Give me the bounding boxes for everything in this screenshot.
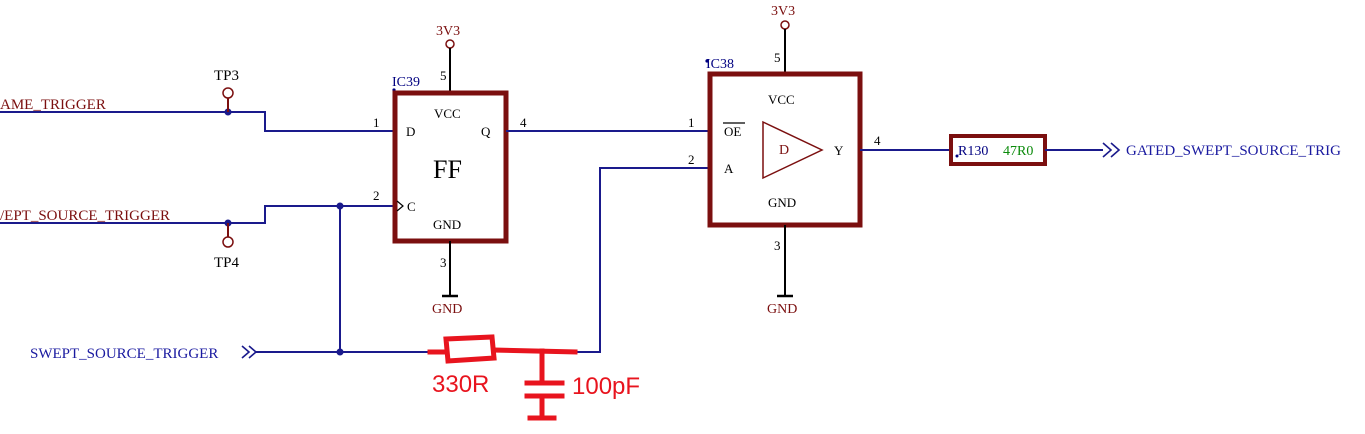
rc-to-a-wire: [575, 167, 710, 353]
ic39-pin-num-gnd: 3: [440, 255, 447, 270]
r130-resistor: R130 47R0: [949, 134, 1047, 166]
ic39-pin-num-vcc: 5: [440, 68, 447, 83]
ic38-vcc-text: VCC: [768, 92, 795, 107]
swept-source-trigger-port: SWEPT_SOURCE_TRIGGER: [30, 345, 430, 362]
ic39-flip-flop: 3V3 5 IC39 VCC D Q FF C GND 1 2 3 GND: [373, 24, 509, 317]
ic39-vcc-icon: [445, 39, 455, 49]
r130-designator: R130: [958, 144, 988, 159]
ic38-designator: IC38: [706, 57, 734, 72]
r130-value: 47R0: [1003, 144, 1033, 159]
ic39-gnd-text: GND: [433, 217, 461, 232]
ic38-buffer-label: D: [779, 143, 789, 158]
swept-source-trigger-net: /EPT_SOURCE_TRIGGER TP4: [0, 202, 395, 352]
ic38-gnd-text: GND: [768, 195, 796, 210]
ic39-supply-label: 3V3: [436, 24, 460, 39]
ic39-pin-d: D: [406, 124, 415, 139]
ic38-vcc-icon: [780, 20, 790, 30]
buffer-triangle-icon: [762, 120, 824, 180]
annotation-resistor-value: 330R: [432, 371, 489, 398]
ic38-pin-num-a: 2: [688, 152, 695, 167]
ic39-body: [392, 90, 509, 244]
ic39-pin-num-q: 4: [520, 115, 527, 130]
testpoint-tp3-label: TP3: [214, 68, 239, 84]
ic39-designator: IC39: [392, 75, 420, 90]
ic39-pin-num-c: 2: [373, 188, 380, 203]
ic38-pin-num-y: 4: [874, 133, 881, 148]
testpoint-tp4-label: TP4: [214, 255, 240, 271]
ic38-buffer: 3V3 5 IC38 VCC OE A D Y GND 1 2 3 GND: [688, 4, 863, 317]
ic38-pin-oe: OE: [724, 124, 741, 139]
swept-source-trigger-port-label: SWEPT_SOURCE_TRIGGER: [30, 346, 218, 362]
frame-trigger-label: AME_TRIGGER: [0, 97, 106, 113]
ic38-pin-num-oe: 1: [688, 115, 695, 130]
rc-filter-annotation: 330R 100pF: [427, 334, 640, 421]
ic39-pin-c: C: [407, 199, 416, 214]
ic39-pin-num-d: 1: [373, 115, 380, 130]
frame-trigger-net: AME_TRIGGER TP3: [0, 68, 395, 132]
ic38-pin-a: A: [724, 161, 734, 176]
ic39-function: FF: [433, 155, 462, 184]
clock-edge-icon: [396, 200, 404, 212]
annotation-capacitor-value: 100pF: [572, 373, 640, 400]
ic38-ground-label: GND: [767, 302, 797, 317]
ic38-supply-label: 3V3: [771, 4, 795, 19]
annotation-resistor-icon: [443, 334, 497, 364]
ic38-pin-num-vcc: 5: [774, 50, 781, 65]
frame-trigger-wire: [0, 111, 395, 132]
swept-source-trigger-left-label: /EPT_SOURCE_TRIGGER: [0, 208, 170, 224]
ic38-pin-num-gnd: 3: [774, 238, 781, 253]
ic39-pin-q: Q: [481, 124, 491, 139]
ic39-vcc-text: VCC: [434, 106, 461, 121]
ic39-ground-label: GND: [432, 302, 462, 317]
junction-dot: [336, 348, 344, 356]
testpoint-tp4-icon: [222, 236, 234, 248]
testpoint-tp3-icon: [222, 87, 234, 99]
clock-wire: [0, 205, 395, 224]
gated-output-port: GATED_SWEPT_SOURCE_TRIG: [1045, 142, 1341, 159]
ic38-pin-y: Y: [834, 143, 844, 158]
gated-output-label: GATED_SWEPT_SOURCE_TRIG: [1126, 143, 1341, 159]
